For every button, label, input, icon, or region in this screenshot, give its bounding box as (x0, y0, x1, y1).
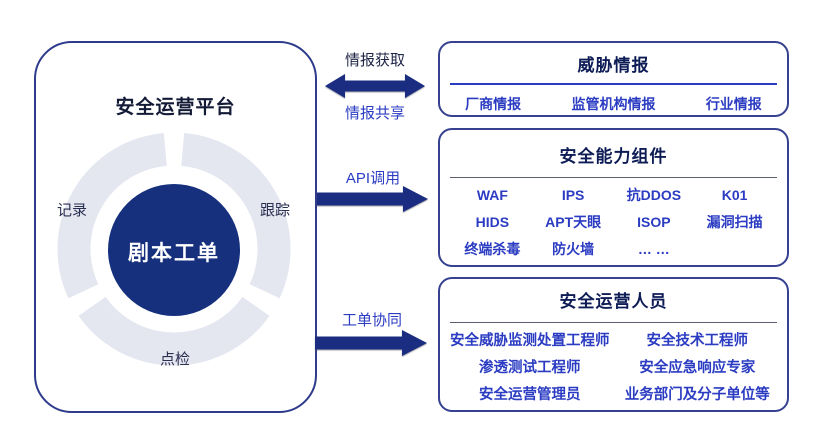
ring-segment-record (57, 132, 168, 299)
right-arrow-ticket-icon (315, 330, 427, 356)
list-item: 行业情报 (705, 96, 762, 112)
capabilities-title: 安全能力组件 (559, 147, 668, 166)
list-item: APT天眼 (545, 213, 602, 230)
ticket-collab-label: 工单协同 (341, 312, 402, 329)
list-item: 漏洞扫描 (706, 213, 763, 230)
bidirectional-arrow-icon (325, 74, 425, 98)
center-label: 剧本工单 (128, 241, 220, 265)
list-item: HIDS (475, 213, 510, 230)
list-item: … … (637, 240, 670, 257)
personnel-title: 安全运营人员 (559, 292, 668, 311)
list-item: K01 (721, 186, 748, 203)
list-item: 抗DDOS (626, 186, 682, 203)
list-item: 渗透测试工程师 (479, 360, 581, 376)
ring-segment-check (78, 296, 270, 366)
playbook-donut-chart: 剧本工单 (57, 132, 291, 366)
ring-label-check: 点检 (159, 351, 190, 368)
list-item: 安全运营管理员 (479, 387, 581, 403)
api-call-label: API调用 (345, 170, 401, 187)
list-item: ISOP (637, 213, 671, 230)
list-item: 防火墙 (552, 240, 595, 257)
personnel-items: 安全威胁监测处置工程师 安全技术工程师 渗透测试工程师 安全应急响应专家 安全运… (446, 326, 781, 407)
list-item: 终端杀毒 (464, 240, 521, 257)
platform-title: 安全运营平台 (115, 97, 236, 118)
ring-label-record: 记录 (57, 202, 88, 219)
center-circle (108, 184, 240, 316)
list-item: 业务部门及分子单位等 (624, 387, 770, 403)
threat-intel-items: 厂商情报 监管机构情报 行业情报 (440, 94, 787, 114)
list-item: 安全威胁监测处置工程师 (450, 333, 610, 349)
intel-fetch-label: 情报获取 (344, 52, 405, 69)
personnel-divider (450, 322, 777, 323)
threat-intel-title: 威胁情报 (577, 56, 650, 75)
list-item: WAF (476, 186, 508, 203)
ring-segment-track (180, 132, 291, 299)
list-item: 安全技术工程师 (646, 333, 749, 349)
list-item: IPS (561, 186, 585, 203)
capabilities-divider (450, 177, 777, 178)
ring-label-track: 跟踪 (260, 202, 291, 219)
list-item: 安全应急响应专家 (639, 360, 756, 376)
list-item: 监管机构情报 (571, 96, 656, 112)
capabilities-box: 安全能力组件 WAF IPS 抗DDOS K01 HIDS APT天眼 ISOP… (438, 128, 789, 267)
intel-share-label: 情报共享 (344, 105, 405, 122)
list-item: 厂商情报 (465, 96, 522, 112)
right-arrow-api-icon (317, 186, 428, 212)
capabilities-items: WAF IPS 抗DDOS K01 HIDS APT天眼 ISOP 漏洞扫描 终… (452, 181, 775, 262)
personnel-box: 安全运营人员 安全威胁监测处置工程师 安全技术工程师 渗透测试工程师 安全应急响… (438, 277, 789, 412)
threat-intel-box: 威胁情报 厂商情报 监管机构情报 行业情报 (438, 41, 789, 117)
threat-intel-divider (450, 83, 777, 85)
